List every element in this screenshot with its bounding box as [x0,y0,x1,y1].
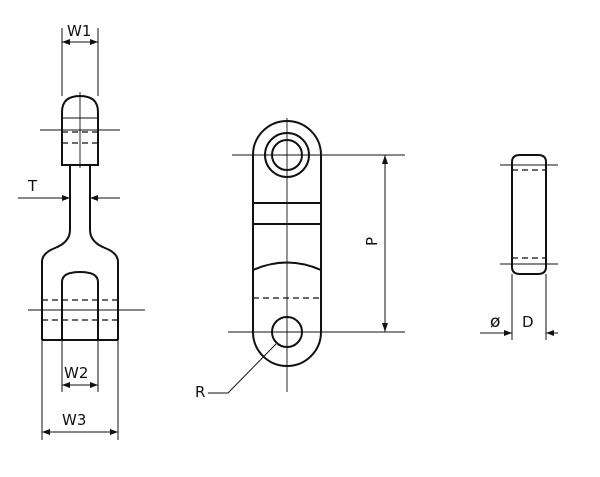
side-view: W1 T W2 W3 [18,22,145,440]
w3-arrow-left [42,429,50,435]
side-neck-left [41,165,71,340]
w2-arrow-right [90,382,98,388]
roller-outline [511,154,547,275]
dia-symbol: ø [490,312,500,332]
t-label: T [27,177,38,195]
side-fork-slot [61,270,99,340]
w1-arrow-left [62,39,70,45]
w3-label: W3 [62,411,86,429]
w2-label: W2 [64,364,88,382]
w1-label: W1 [67,22,91,40]
r-leader [227,343,277,394]
d-arrow-right [546,330,554,336]
t-arrow-left [62,195,70,201]
front-view: P R [195,118,405,401]
w3-arrow-right [110,429,118,435]
w2-arrow-left [62,382,70,388]
p-label: P [363,237,381,246]
d-label: D [522,313,534,331]
r-label: R [195,383,205,401]
p-arrow-top [382,155,388,164]
t-arrow-right [90,195,98,201]
d-arrow-left [504,330,512,336]
p-arrow-bottom [382,323,388,332]
side-neck-right [89,165,119,340]
w1-arrow-right [90,39,98,45]
roller-view: ø D [480,154,558,340]
